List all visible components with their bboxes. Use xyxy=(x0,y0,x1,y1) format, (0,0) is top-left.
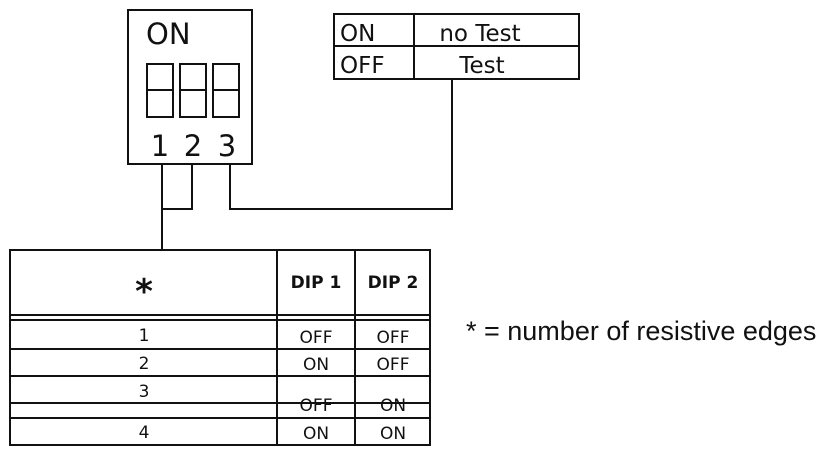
dip1-value-row-2: ON xyxy=(303,355,329,375)
switch-number-2: 2 xyxy=(184,129,202,163)
switch-number-3: 3 xyxy=(218,129,236,163)
dip1-value-row-4: ON xyxy=(303,424,329,444)
test-table-meaning-no-test: no Test xyxy=(439,21,520,47)
switch-slot-1 xyxy=(146,63,174,118)
edge-count-4: 4 xyxy=(139,423,150,443)
footnote-text: * = number of resistive edges xyxy=(466,316,817,346)
edges-table-header-dip1: DIP 1 xyxy=(291,273,342,293)
edges-table-header-dip2: DIP 2 xyxy=(368,273,419,293)
dip1-value-row-1: OFF xyxy=(300,328,333,348)
dip2-value-row-1: OFF xyxy=(377,328,410,348)
dip2-value-row-4: ON xyxy=(380,424,406,444)
test-table-meaning-test: Test xyxy=(458,53,504,79)
edge-count-2: 2 xyxy=(139,354,150,374)
table-row: 1 OFF OFF xyxy=(139,326,410,348)
table-row: 4 ON ON xyxy=(139,423,406,444)
dip2-value-row-2: OFF xyxy=(377,355,410,375)
test-table-state-off: OFF xyxy=(340,53,385,79)
table-row: 3 OFF ON xyxy=(139,382,406,416)
switch-slot-2 xyxy=(179,63,207,118)
test-mode-table: ON no Test OFF Test xyxy=(333,13,580,80)
resistive-edges-table: * DIP 1 DIP 2 1 OFF OFF 2 ON OFF 3 OFF O… xyxy=(9,249,431,446)
dip-switch-body xyxy=(127,9,253,165)
connection-wires xyxy=(161,79,453,250)
switch-slot-3 xyxy=(212,63,240,118)
dip2-value-row-3: ON xyxy=(380,396,406,416)
dip-switch-on-label: ON xyxy=(146,17,191,51)
edges-table-header-symbol: * xyxy=(135,272,153,312)
table-row: 2 ON OFF xyxy=(139,354,410,375)
switch-number-1: 1 xyxy=(151,129,169,163)
dip1-value-row-3: OFF xyxy=(300,396,333,416)
edge-count-1: 1 xyxy=(139,326,150,346)
edge-count-3: 3 xyxy=(139,382,150,402)
test-table-state-on: ON xyxy=(340,21,375,47)
